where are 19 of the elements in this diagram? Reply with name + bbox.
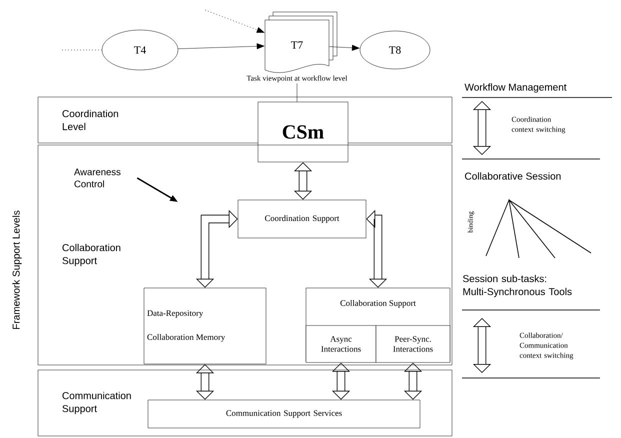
arrow bbox=[178, 43, 264, 50]
arrow bbox=[196, 364, 214, 400]
arrow bbox=[404, 362, 422, 400]
process-box: Peer-Sync. Interactions bbox=[376, 325, 450, 363]
arrow bbox=[204, 10, 264, 33]
process-box: Communication Support Services bbox=[148, 400, 420, 428]
process-box: Async Interactions bbox=[306, 325, 376, 363]
arrow bbox=[294, 162, 312, 200]
process-box: Coordination Support bbox=[238, 200, 366, 238]
heading: Session sub-tasks: Multi-Synchronous Tools bbox=[463, 274, 572, 298]
arrow bbox=[332, 362, 350, 400]
vertical-label: Framework Support Levels bbox=[12, 210, 22, 329]
document-stack: T7 bbox=[264, 12, 338, 73]
process-box: Data-Repository Collaboration Memory bbox=[144, 288, 266, 364]
process-box: CSm bbox=[258, 102, 348, 162]
heading: Collaborative Session bbox=[465, 172, 561, 180]
heading: Workflow Management bbox=[464, 83, 567, 93]
callout-text: Awareness Control bbox=[74, 168, 120, 188]
arrow bbox=[329, 44, 360, 51]
